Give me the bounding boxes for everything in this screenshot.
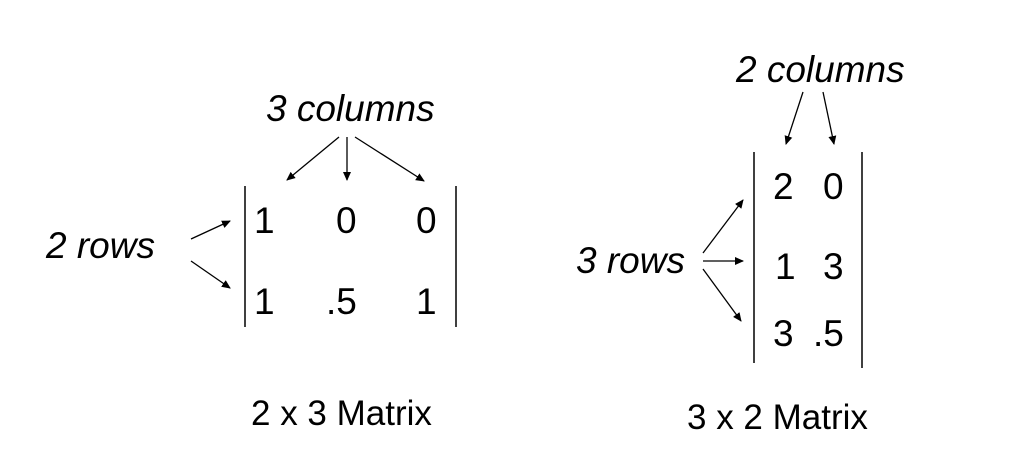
matrix-caption: 3 x 2 Matrix (687, 398, 868, 437)
matrix-cell: 3 (773, 313, 794, 354)
matrix-cell: 1 (254, 200, 275, 241)
matrix-caption: 2 x 3 Matrix (251, 394, 432, 433)
rows-label: 2 rows (46, 225, 155, 266)
matrix-cell: 0 (336, 200, 357, 241)
row-arrow (702, 268, 742, 322)
column-arrow (354, 136, 425, 182)
matrix-cell: .5 (326, 281, 357, 322)
matrix-cell: 0 (823, 166, 844, 207)
matrix-cell: 3 (823, 246, 844, 287)
row-arrow (190, 220, 231, 240)
columns-label: 2 columns (736, 49, 905, 90)
rows-label: 3 rows (576, 240, 685, 281)
matrix-cell: 0 (416, 200, 437, 241)
matrix-cell: 1 (775, 246, 796, 287)
column-arrow (286, 136, 340, 181)
row-arrow (702, 199, 744, 254)
row-arrow (190, 260, 231, 289)
matrix-cell: 1 (254, 281, 275, 322)
matrix-cell: 1 (416, 281, 437, 322)
matrix-cell: .5 (813, 313, 844, 354)
matrix-cell: 2 (773, 166, 794, 207)
column-arrow (784, 91, 804, 145)
columns-label: 3 columns (266, 88, 435, 129)
column-arrow (822, 91, 837, 145)
